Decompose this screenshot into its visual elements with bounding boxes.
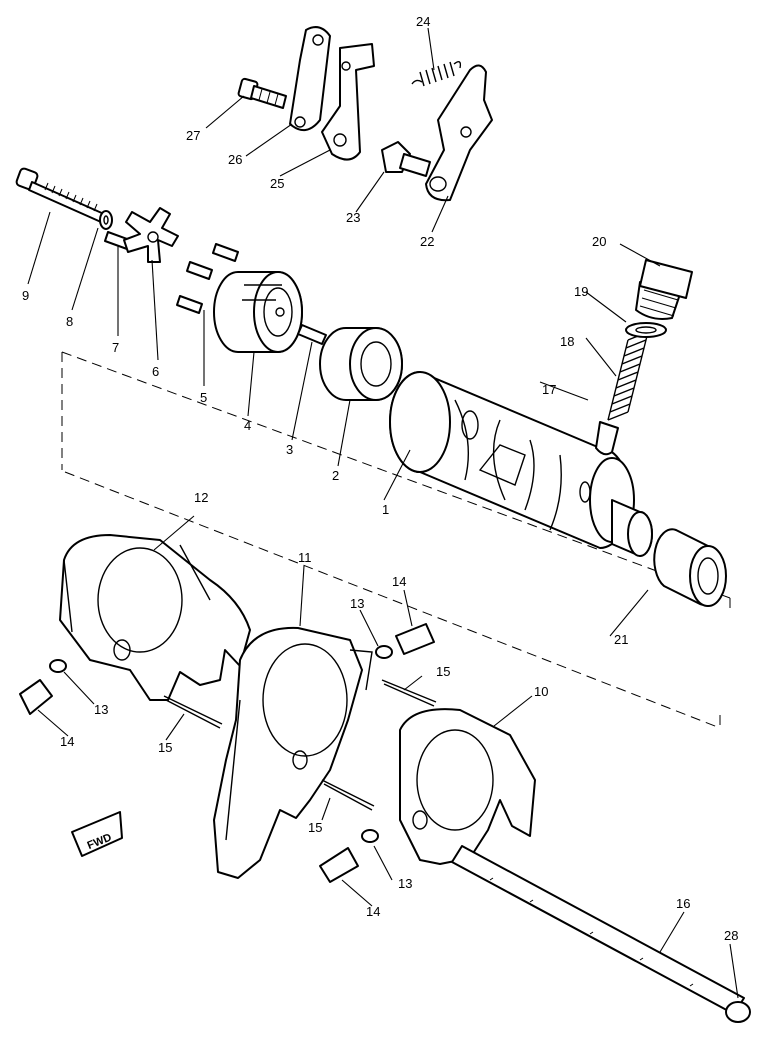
part-28-cap <box>725 1001 751 1023</box>
part-10-shift-fork <box>399 708 536 865</box>
label-part-18: 18 <box>560 334 574 349</box>
part-12-shift-fork <box>59 534 251 701</box>
label-part-12: 12 <box>194 490 208 505</box>
label-part-14-b: 14 <box>60 734 74 749</box>
label-part-13-b: 13 <box>94 702 108 717</box>
assembly-outline <box>61 351 731 729</box>
label-part-20: 20 <box>592 234 606 249</box>
label-part-11: 11 <box>298 550 312 565</box>
part-1-shift-drum <box>389 371 653 557</box>
label-part-8: 8 <box>66 314 73 329</box>
part-11-shift-fork <box>213 626 373 879</box>
label-part-15-c: 15 <box>308 820 322 835</box>
label-part-6: 6 <box>152 364 159 379</box>
part-18-spring <box>607 331 649 421</box>
label-part-25: 25 <box>270 176 284 191</box>
part-26-plate <box>289 26 331 131</box>
label-part-14-a: 14 <box>392 574 406 589</box>
part-15-cotter-pins <box>163 679 437 811</box>
part-27-bolt <box>237 77 287 109</box>
part-3-pin <box>297 324 327 345</box>
part-24-spring <box>411 61 462 87</box>
label-part-1: 1 <box>382 502 389 517</box>
part-21-bearing <box>653 528 727 607</box>
part-20-bolt <box>635 259 693 320</box>
leader-lines <box>27 27 739 999</box>
label-part-26: 26 <box>228 152 242 167</box>
part-9-bolt <box>15 167 105 223</box>
label-part-5: 5 <box>200 390 207 405</box>
label-part-4: 4 <box>244 418 251 433</box>
part-25-bracket <box>321 43 375 161</box>
part-6-stopper-plate <box>123 207 179 263</box>
label-part-15-b: 15 <box>158 740 172 755</box>
label-part-14-c: 14 <box>366 904 380 919</box>
label-part-27: 27 <box>186 128 200 143</box>
label-part-15-a: 15 <box>436 664 450 679</box>
label-part-13-c: 13 <box>398 876 412 891</box>
part-22-shift-arm <box>425 64 493 202</box>
part-8-washer <box>99 210 113 230</box>
part-13-rollers <box>49 645 393 843</box>
part-17-plunger <box>595 421 619 456</box>
part-labels: 1 2 3 4 5 6 7 8 9 10 11 12 13 13 13 14 1… <box>22 14 738 943</box>
label-part-9: 9 <box>22 288 29 303</box>
fwd-arrow-icon: FWD <box>71 811 123 857</box>
label-part-17: 17 <box>542 382 556 397</box>
label-part-3: 3 <box>286 442 293 457</box>
part-16-guide-bar <box>451 845 745 1015</box>
label-part-13-a: 13 <box>350 596 364 611</box>
part-23-bolt <box>381 141 431 177</box>
label-part-24: 24 <box>416 14 430 29</box>
label-part-7: 7 <box>112 340 119 355</box>
label-part-23: 23 <box>346 210 360 225</box>
label-part-21: 21 <box>614 632 628 647</box>
part-5-pins <box>176 243 239 314</box>
label-part-10: 10 <box>534 684 548 699</box>
part-4-segment <box>213 271 303 353</box>
label-part-2: 2 <box>332 468 339 483</box>
label-part-19: 19 <box>574 284 588 299</box>
part-14-pins <box>19 623 435 883</box>
label-part-22: 22 <box>420 234 434 249</box>
label-part-16: 16 <box>676 896 690 911</box>
part-2-bearing <box>319 327 403 401</box>
part-19-washer <box>625 322 667 338</box>
label-part-28: 28 <box>724 928 738 943</box>
